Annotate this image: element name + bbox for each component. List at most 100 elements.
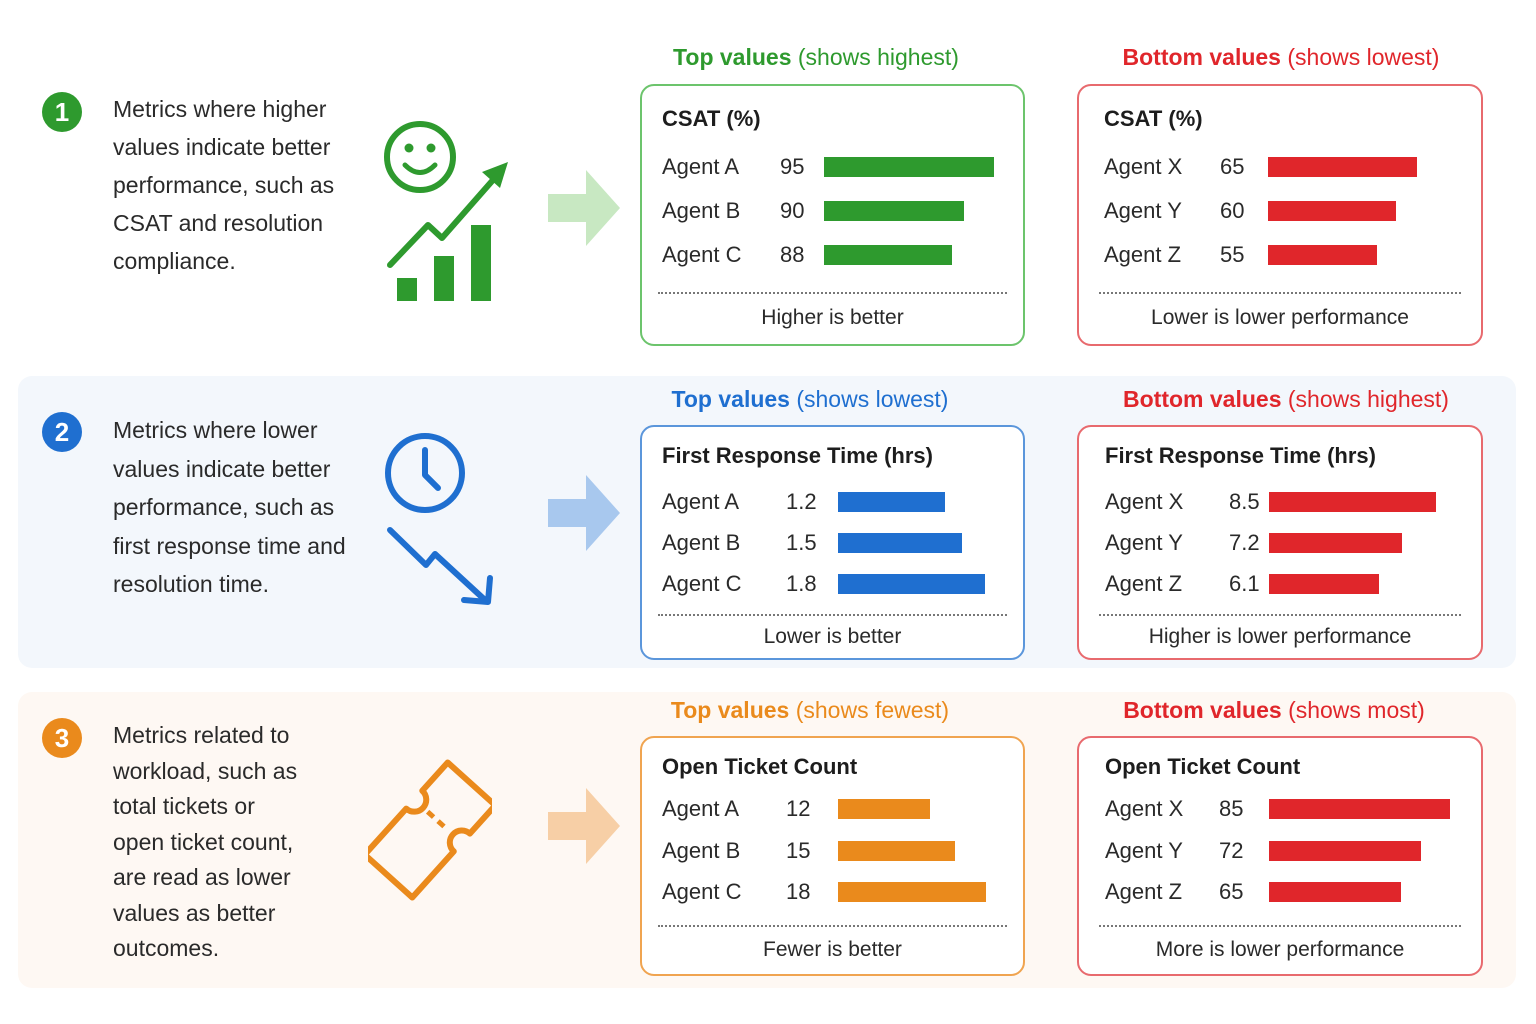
dotted-divider [658,614,1007,616]
card-title: First Response Time (hrs) [1105,443,1376,468]
table-row: Agent Z 65 [1105,877,1461,907]
agent-value: 65 [1220,154,1245,179]
heading-main: Bottom values [1123,386,1282,412]
value-bar [824,201,964,221]
heading-sub: (shows lowest) [796,386,949,412]
heading-main: Top values [671,386,790,412]
description-line: open ticket count, [113,828,294,855]
heading-sub: (shows fewest) [795,697,950,723]
description-line: outcomes. [113,935,220,961]
agent-name: Agent X [1104,154,1183,179]
card-footnote: Fewer is better [763,938,902,961]
agent-value: 60 [1220,198,1245,223]
value-bar [1269,841,1421,861]
table-row: Agent Y 72 [1105,836,1461,866]
description-line: are read as lower [113,864,291,890]
value-bar [1269,533,1402,553]
section-1-top-heading: Top values (shows highest) [642,44,990,71]
agent-name: Agent Y [1104,198,1182,223]
agent-name: Agent B [662,838,741,863]
agent-name: Agent Y [1105,530,1183,555]
table-row: Agent Y 60 [1104,196,1461,226]
table-row: Agent A 95 [662,152,1003,182]
agent-name: Agent A [662,489,740,514]
description-line: performance, such as [113,172,335,198]
value-bar [838,841,955,861]
agent-value: 55 [1220,242,1245,267]
table-row: Agent X 8.5 [1105,487,1461,517]
table-row: Agent B 90 [662,196,1003,226]
agent-value: 72 [1219,838,1244,863]
description-line: values indicate better [113,134,331,160]
heading-main: Top values [670,697,790,723]
value-bar [1268,201,1396,221]
heading-sub: (shows most) [1288,697,1425,723]
card-title: CSAT (%) [662,106,761,131]
agent-value: 6.1 [1229,571,1260,596]
agent-name: Agent C [662,571,742,596]
description-line: Metrics where lower [113,417,318,443]
section-2-top-card: First Response Time (hrs) Agent A 1.2 Ag… [640,425,1025,660]
dotted-divider [658,925,1007,927]
value-bar [1269,492,1436,512]
section-3-description: Metrics related to workload, such as tot… [113,718,363,967]
agent-name: Agent A [662,796,740,821]
agent-name: Agent Z [1105,879,1183,904]
section-2-description: Metrics where lower values indicate bett… [113,411,363,604]
value-bar [838,799,930,819]
value-bar [838,574,985,594]
table-row: Agent A 12 [662,794,1003,824]
description-line: Metrics where higher [113,96,327,122]
section-1-description: Metrics where higher values indicate bet… [113,90,363,280]
heading-main: Top values [673,44,792,70]
dotted-divider [1099,614,1461,616]
description-line: values indicate better [113,455,331,482]
agent-value: 8.5 [1229,489,1260,514]
right-arrow-icon [548,475,620,551]
card-footnote: Higher is lower performance [1148,625,1412,648]
right-arrow-icon [548,788,620,864]
agent-name: Agent C [662,879,742,904]
section-1-top-card: CSAT (%) Agent A 95 Agent B 90 Agent C 8… [640,84,1025,346]
table-row: Agent X 85 [1105,794,1461,824]
section-2-number-badge: 2 [42,412,82,452]
card-title: Open Ticket Count [662,754,858,779]
card-title: First Response Time (hrs) [662,443,933,468]
description-line: values as better [113,899,276,926]
heading-sub: (shows highest) [1287,386,1449,412]
value-bar [1268,157,1417,177]
card-footnote: Lower is better [763,625,902,648]
agent-value: 18 [786,879,811,904]
description-line: compliance. [113,248,236,274]
description-line: resolution time. [113,571,269,597]
agent-value: 65 [1219,879,1244,904]
agent-value: 15 [786,838,811,863]
table-row: Agent B 15 [662,836,1003,866]
agent-value: 1.5 [786,530,817,555]
value-bar [824,157,994,177]
value-bar [1269,574,1379,594]
section-3-bottom-heading: Bottom values (shows most) [1080,697,1468,724]
table-row: Agent Z 55 [1104,240,1461,270]
agent-name: Agent C [662,242,742,267]
dotted-divider [1099,292,1461,294]
value-bar [838,882,986,902]
agent-value: 1.2 [786,489,817,514]
section-3-number-badge: 3 [42,718,82,758]
description-line: first response time and [113,532,346,559]
description-line: total tickets or [113,793,255,819]
ticket-icon [368,759,492,901]
table-row: Agent C 88 [662,240,1003,270]
section-2-bottom-card: First Response Time (hrs) Agent X 8.5 Ag… [1077,425,1483,660]
agent-name: Agent X [1105,489,1184,514]
value-bar [824,245,952,265]
table-row: Agent C 18 [662,877,1003,907]
table-row: Agent B 1.5 [662,528,1003,558]
dotted-divider [1099,925,1461,927]
table-row: Agent Y 7.2 [1105,528,1461,558]
agent-value: 85 [1219,796,1244,821]
value-bar [1269,799,1450,819]
heading-sub: (shows lowest) [1287,44,1440,70]
section-1-bottom-heading: Bottom values (shows lowest) [1080,44,1482,71]
value-bar [838,492,945,512]
